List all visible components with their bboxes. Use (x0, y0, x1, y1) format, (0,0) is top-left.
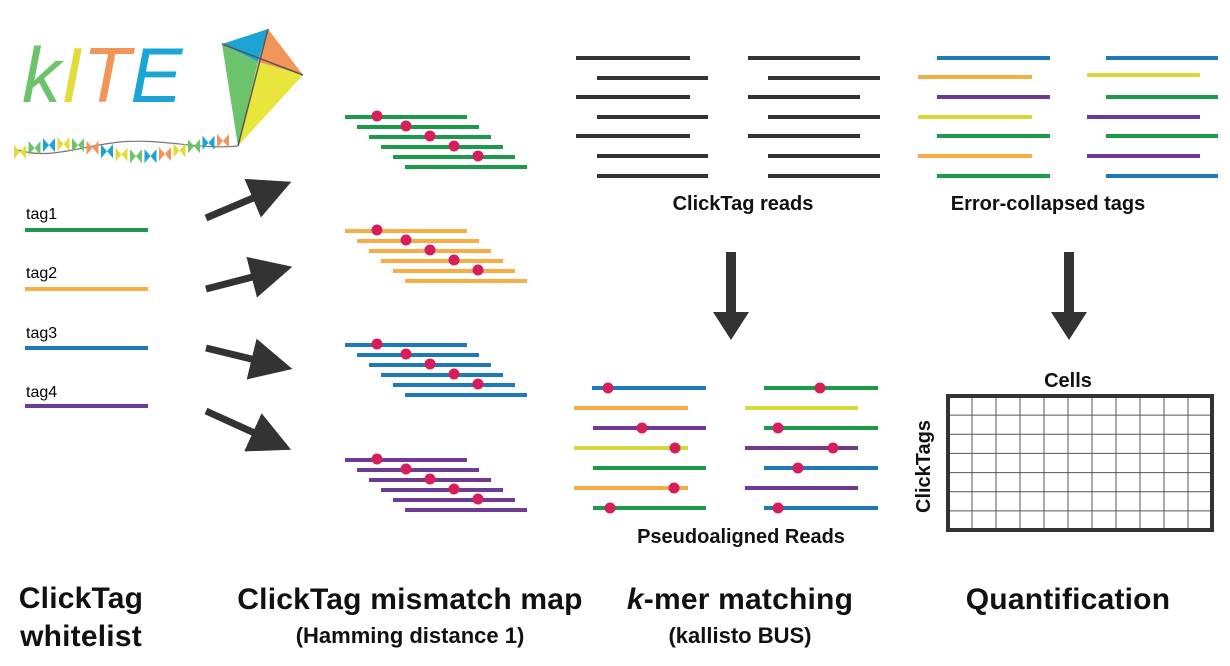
kite-tail-bow (202, 135, 215, 150)
quantification-title: Quantification (965, 583, 1171, 616)
mismatch-dot (472, 264, 484, 276)
pseudoaligned-dot (669, 442, 681, 454)
down-arrows (713, 252, 1087, 340)
whitelist-title-line2: whitelist (20, 620, 142, 653)
mismatch-dot (448, 368, 460, 380)
kite-tail-bow (173, 143, 186, 158)
mismatch-dot (424, 130, 436, 142)
mismatch-map (345, 110, 527, 512)
whitelist-tag-lines (25, 228, 148, 408)
clicktag-reads (576, 56, 880, 178)
clicktag-reads-label: ClickTag reads (672, 193, 814, 215)
kite-tail-bow (72, 138, 84, 153)
pseudoaligned-dot (792, 462, 804, 474)
mismatch-dot (472, 493, 484, 505)
kite-tail-bow (115, 147, 128, 162)
error-collapsed-tags (918, 56, 1218, 178)
mismatch-dot (400, 463, 412, 475)
tag-label-4: tag4 (26, 384, 58, 401)
kite-tail-bow (57, 137, 70, 152)
kite-icon (17, 28, 304, 155)
pseudoaligned-dot (636, 422, 648, 434)
logo-letter: T (82, 31, 131, 119)
mismatch-dot (400, 120, 412, 132)
logo-letter: I (61, 31, 83, 119)
mismatch-dot (472, 378, 484, 390)
pseudoaligned-dot (604, 502, 616, 514)
pseudoaligned-dot (668, 482, 680, 494)
kite-tail-bow (101, 144, 113, 159)
kmer-title-rest: -mer matching (643, 583, 854, 616)
mismatch-dot (371, 110, 383, 122)
mismatch-dot (448, 140, 460, 152)
grid-border (946, 394, 1214, 532)
pseudoaligned-dot (772, 502, 784, 514)
logo-letter: k (22, 31, 61, 119)
mismatch-dot (400, 234, 412, 246)
clicktags-axis-label: ClickTags (913, 420, 935, 513)
pseudoaligned-dot (602, 382, 614, 394)
kite-tail-bow (217, 133, 229, 148)
kmer-title-k: k (626, 583, 644, 616)
kite-tail-bow (86, 140, 99, 155)
mismatch-dot (371, 453, 383, 465)
kite-tail-bow (188, 139, 200, 154)
kmer-subtitle: (kallisto BUS) (668, 623, 812, 648)
tag-label-2: tag2 (26, 265, 58, 282)
kite-tail-bow (14, 145, 26, 159)
kite-tail-bow (43, 138, 55, 153)
logo-letter: E (130, 31, 183, 119)
pseudoaligned-dot (827, 442, 839, 454)
whitelist-title-line1: ClickTag (18, 582, 144, 615)
mismatch-dot (448, 483, 460, 495)
mismatch-dot (400, 348, 412, 360)
pseudoaligned-reads (574, 382, 878, 514)
mismatch-dot (472, 150, 484, 162)
whitelist-to-mismatch-arrows (204, 178, 293, 452)
kite-tail-bow (130, 149, 142, 164)
kmer-title: k-mer matching (627, 583, 853, 617)
mismatch-subtitle: (Hamming distance 1) (295, 623, 525, 648)
tag-label-1: tag1 (26, 206, 58, 223)
error-collapsed-label: Error-collapsed tags (950, 193, 1146, 215)
kite-tail-bow (28, 141, 41, 156)
kite-tail-bow (159, 146, 171, 161)
tag-label-3: tag3 (26, 325, 58, 342)
mismatch-dot (371, 338, 383, 350)
pseudoaligned-label: Pseudoaligned Reads (637, 526, 845, 548)
mismatch-dot (424, 473, 436, 485)
kite-tail-bow (144, 149, 157, 164)
mismatch-dot (424, 358, 436, 370)
kite-logo: kITE (22, 36, 182, 114)
quantification-matrix (946, 394, 1214, 532)
kite-tail-bows (14, 133, 229, 164)
cells-label: Cells (1044, 370, 1092, 392)
mismatch-dot (448, 254, 460, 266)
mismatch-dot (371, 224, 383, 236)
mismatch-title: ClickTag mismatch map (237, 583, 583, 616)
pseudoaligned-dot (772, 422, 784, 434)
pseudoaligned-dot (814, 382, 826, 394)
mismatch-dot (424, 244, 436, 256)
